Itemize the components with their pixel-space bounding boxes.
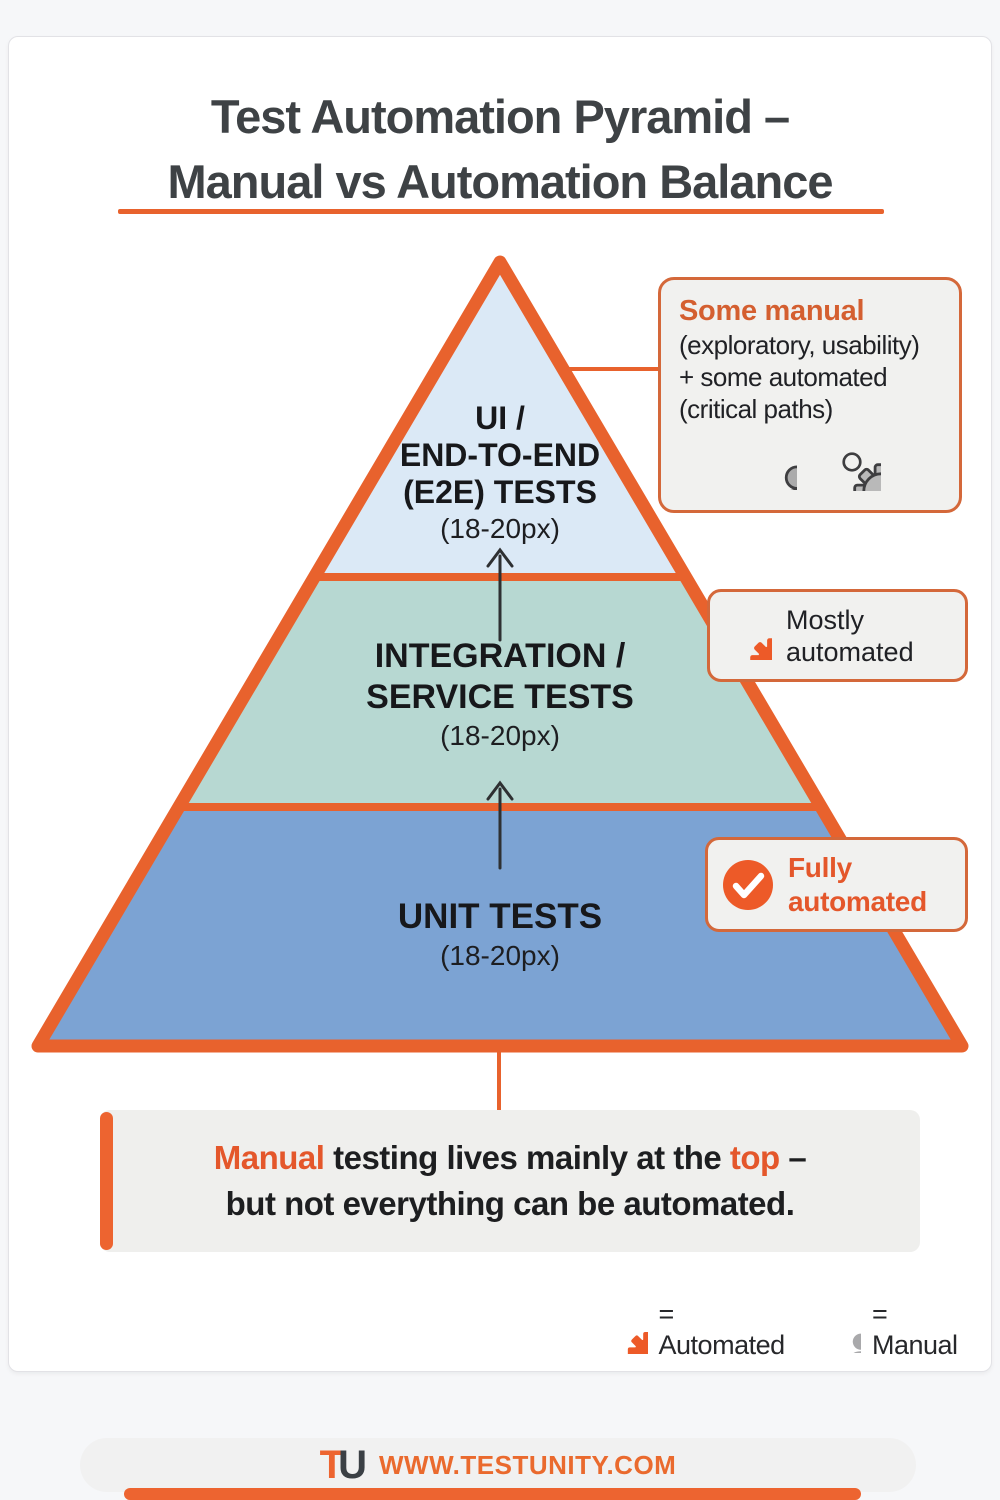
- callout-fully-automated: Fully automated: [705, 837, 968, 932]
- note-banner-accent-bar: [100, 1112, 113, 1250]
- callout-mostly-automated-label: Mostly automated: [786, 604, 914, 667]
- legend-manual-label: = Manual: [872, 1299, 958, 1360]
- level-top-line1: UI /: [475, 400, 525, 436]
- footer-accent-bar: [124, 1488, 861, 1500]
- page-title: Test Automation Pyramid – Manual vs Auto…: [0, 84, 1000, 214]
- page-title-line2: Manual vs Automation Balance: [167, 155, 834, 208]
- title-underline: [118, 209, 884, 214]
- level-top-line2: END-TO-END: [399, 437, 601, 473]
- footer-website: WWW.TESTUNITY.COM: [378, 1449, 677, 1480]
- legend-automated-label: = Automated: [658, 1299, 786, 1360]
- note-banner-accent-top: top: [729, 1139, 780, 1176]
- person-icon: [819, 1307, 861, 1353]
- note-banner-accent-manual: Manual: [213, 1139, 325, 1176]
- legend: = Automated = Manual: [604, 1299, 970, 1360]
- check-circle-icon: [723, 859, 773, 910]
- level-middle-line1: INTEGRATION /: [374, 637, 626, 675]
- level-bottom-size-note: (18-20px): [440, 940, 560, 971]
- person-icon: [741, 434, 797, 490]
- level-bottom-line1: UNIT TESTS: [397, 897, 603, 936]
- gear-icon: [619, 1323, 648, 1354]
- note-banner-line2: but not everything can be automated.: [225, 1185, 795, 1222]
- note-banner: Manual testing lives mainly at the top –…: [100, 1110, 920, 1252]
- level-label-unit: UNIT TESTS (18-20px): [290, 896, 710, 974]
- testunity-logo: TU: [319, 1443, 367, 1487]
- page-title-line1: Test Automation Pyramid –: [210, 90, 790, 143]
- callout-some-manual-line3: (critical paths): [679, 394, 833, 424]
- level-middle-size-note: (18-20px): [440, 720, 560, 751]
- note-banner-line1: Manual testing lives mainly at the top –: [213, 1139, 807, 1176]
- callout-some-manual-line1: (exploratory, usability): [679, 330, 920, 360]
- callout-some-manual-line2: + some automated: [679, 362, 888, 392]
- level-top-size-note: (18-20px): [440, 513, 560, 544]
- level-middle-line2: SERVICE TESTS: [366, 678, 634, 716]
- callout-some-manual-heading: Some manual: [679, 295, 865, 327]
- level-label-ui-e2e: UI / END-TO-END (E2E) TESTS (18-20px): [330, 400, 670, 547]
- callout-fully-automated-label: Fully automated: [788, 851, 927, 917]
- footer-bar: TU WWW.TESTUNITY.COM: [80, 1438, 916, 1492]
- callout-some-manual: Some manual (exploratory, usability) + s…: [658, 277, 962, 513]
- gear-icon: [741, 628, 772, 660]
- level-label-integration: INTEGRATION / SERVICE TESTS (18-20px): [290, 636, 710, 754]
- level-top-line3: (E2E) TESTS: [403, 474, 597, 510]
- callout-mostly-automated: Mostly automated: [707, 589, 968, 682]
- gear-icon: [842, 452, 881, 491]
